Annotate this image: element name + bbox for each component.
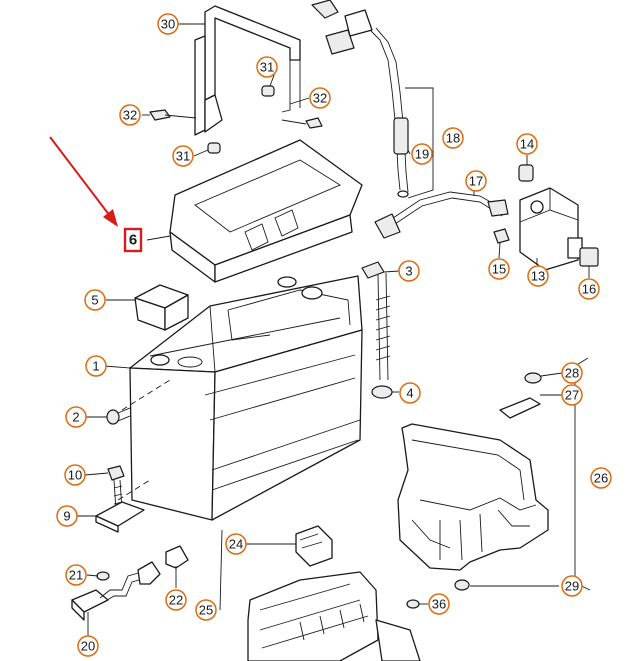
battery-cover bbox=[169, 139, 363, 283]
callout-24[interactable]: 24 bbox=[225, 533, 247, 555]
callout-36[interactable]: 36 bbox=[428, 593, 450, 615]
installation-line-9 bbox=[117, 479, 151, 501]
callout-9-label: 9 bbox=[63, 509, 70, 524]
hold-down-bolt bbox=[95, 465, 145, 533]
callout-27[interactable]: 27 bbox=[561, 384, 583, 406]
callout-32-left-label: 32 bbox=[123, 108, 137, 123]
callout-31-top[interactable]: 31 bbox=[256, 56, 278, 78]
callout-22[interactable]: 22 bbox=[165, 589, 187, 611]
fuse-box-base bbox=[247, 571, 421, 661]
callout-21[interactable]: 21 bbox=[65, 564, 87, 586]
battery-sensor bbox=[71, 545, 189, 621]
callout-2[interactable]: 2 bbox=[65, 406, 87, 428]
fuse-carrier bbox=[397, 372, 549, 591]
callout-25[interactable]: 25 bbox=[195, 599, 217, 621]
callout-3-label: 3 bbox=[405, 264, 412, 279]
callout-18-label: 18 bbox=[446, 131, 460, 146]
earth-cable bbox=[311, 0, 409, 198]
fuse-box bbox=[493, 164, 599, 271]
connector-24 bbox=[295, 525, 333, 567]
callout-27-label: 27 bbox=[565, 388, 579, 403]
callout-26-label: 26 bbox=[594, 471, 608, 486]
terminal-bolt bbox=[361, 261, 393, 399]
highlight-arrow bbox=[49, 136, 118, 227]
callout-2-label: 2 bbox=[72, 410, 79, 425]
callout-16-label: 16 bbox=[582, 282, 596, 297]
callout-10-label: 10 bbox=[68, 468, 82, 483]
callout-17-label: 17 bbox=[469, 174, 483, 189]
callout-4-label: 4 bbox=[406, 386, 413, 401]
callout-6-label: 6 bbox=[129, 232, 137, 249]
callout-20[interactable]: 20 bbox=[77, 635, 99, 657]
callout-31-bottom-label: 31 bbox=[176, 149, 190, 164]
callout-28[interactable]: 28 bbox=[561, 362, 583, 384]
callout-31-bottom[interactable]: 31 bbox=[172, 145, 194, 167]
positive-cable bbox=[374, 191, 509, 239]
callout-22-label: 22 bbox=[169, 593, 183, 608]
callout-5-label: 5 bbox=[91, 293, 98, 308]
callout-15-label: 15 bbox=[492, 262, 506, 277]
callout-14[interactable]: 14 bbox=[516, 133, 538, 155]
callout-20-label: 20 bbox=[81, 639, 95, 654]
callout-31-top-label: 31 bbox=[260, 60, 274, 75]
callout-1-label: 1 bbox=[92, 359, 99, 374]
callout-32-right[interactable]: 32 bbox=[309, 87, 331, 109]
callout-32-left[interactable]: 32 bbox=[119, 104, 141, 126]
bolts bbox=[149, 85, 323, 154]
callout-13[interactable]: 13 bbox=[527, 265, 549, 287]
battery-body bbox=[129, 275, 363, 521]
callout-3[interactable]: 3 bbox=[398, 260, 420, 282]
callout-1[interactable]: 1 bbox=[85, 355, 107, 377]
callout-14-label: 14 bbox=[520, 137, 534, 152]
callout-36-label: 36 bbox=[432, 597, 446, 612]
callout-10[interactable]: 10 bbox=[64, 464, 86, 486]
retaining-bracket bbox=[194, 5, 301, 136]
callout-21-label: 21 bbox=[69, 568, 83, 583]
callout-25-label: 25 bbox=[199, 603, 213, 618]
callout-9[interactable]: 9 bbox=[56, 505, 78, 527]
callout-19-label: 19 bbox=[415, 147, 429, 162]
callout-17[interactable]: 17 bbox=[465, 170, 487, 192]
screw-2 bbox=[106, 407, 131, 425]
terminal-clip bbox=[134, 284, 189, 331]
callout-18[interactable]: 18 bbox=[442, 127, 464, 149]
callout-5[interactable]: 5 bbox=[84, 289, 106, 311]
callout-6-highlight[interactable]: 6 bbox=[123, 227, 143, 253]
callout-26[interactable]: 26 bbox=[590, 467, 612, 489]
callout-28-label: 28 bbox=[565, 366, 579, 381]
callout-30-label: 30 bbox=[161, 17, 175, 32]
callout-29-label: 29 bbox=[565, 579, 579, 594]
leader-lines bbox=[77, 23, 591, 636]
callout-4[interactable]: 4 bbox=[399, 382, 421, 404]
callout-13-label: 13 bbox=[531, 269, 545, 284]
callout-15[interactable]: 15 bbox=[488, 258, 510, 280]
callout-16[interactable]: 16 bbox=[578, 278, 600, 300]
callout-29[interactable]: 29 bbox=[561, 575, 583, 597]
callout-32-right-label: 32 bbox=[313, 91, 327, 106]
callout-19[interactable]: 19 bbox=[411, 143, 433, 165]
callout-24-label: 24 bbox=[229, 537, 243, 552]
callout-30[interactable]: 30 bbox=[157, 13, 179, 35]
